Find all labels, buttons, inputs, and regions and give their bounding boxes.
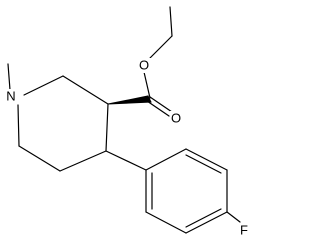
bond-ethyl-ch3-ch2 [169, 6, 173, 37]
bond-c-fluorine [226, 211, 241, 223]
bond-oxygen-carbonyl-carbon [143, 71, 151, 99]
fluorine-label-mask [238, 223, 250, 238]
bond-stereo-wedge [107, 95, 152, 105]
bond-ring-c4-c5 [59, 150, 107, 172]
nitrogen-label-mask [5, 89, 18, 104]
oxygen-label-mask [138, 58, 151, 73]
bond-aryl-1-2 [145, 148, 187, 171]
bond-ethyl-ch2-oxygen [149, 35, 173, 59]
bond-aryl-inner-a [185, 154, 222, 174]
bond-ring-c3-c4 [105, 103, 109, 152]
molecule-structure: O O N F [5, 6, 250, 238]
bond-ring-c5-c6 [18, 145, 61, 172]
bond-aryl-2-3 [185, 148, 228, 171]
bond-ring-c2-c3 [62, 75, 109, 105]
bond-aryl-4-5 [185, 211, 228, 234]
bond-n-methyl [7, 63, 11, 91]
bond-ring-c6-n [17, 104, 20, 147]
nitrogen-label: N [6, 89, 15, 104]
carbonyl-oxygen-label-mask [170, 111, 183, 126]
bond-carbonyl-double-a [149, 96, 173, 113]
bond-aryl-inner-b [185, 208, 222, 228]
bond-c4-aryl [105, 150, 147, 171]
bond-ring-n-c2 [23, 75, 64, 96]
bond-aryl-5-6 [145, 211, 187, 234]
fluorine-label: F [240, 223, 248, 238]
ether-oxygen-label: O [139, 58, 149, 73]
carbonyl-oxygen-label: O [171, 111, 181, 126]
bond-carbonyl-double-b [146, 100, 170, 117]
